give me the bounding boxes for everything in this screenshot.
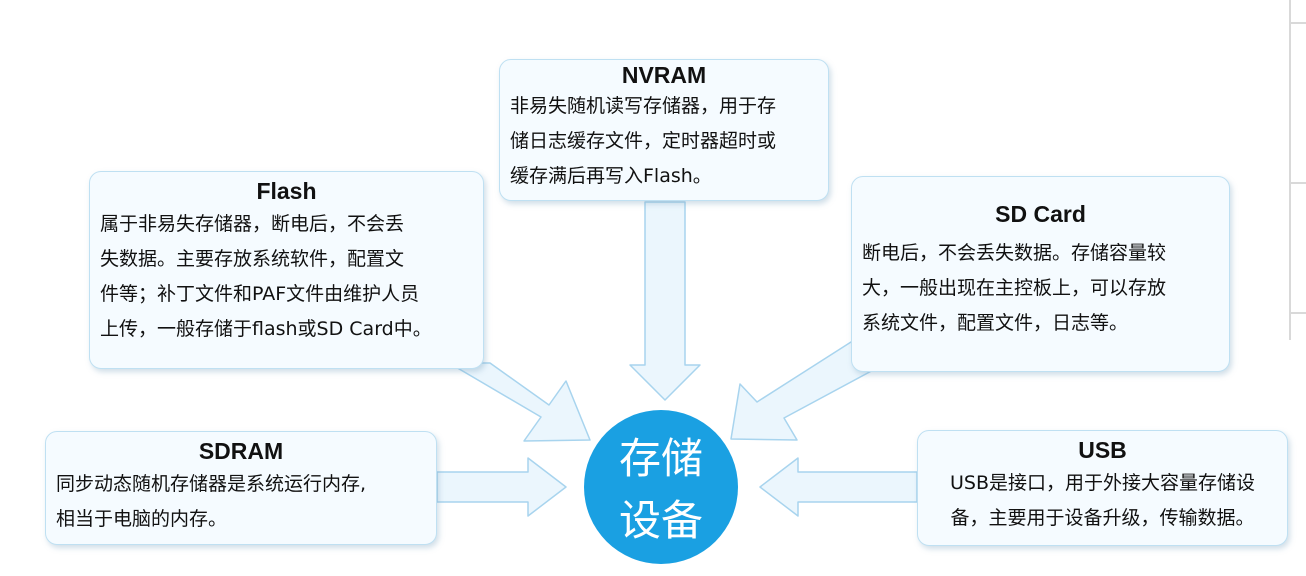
center-node-storage-device: 存储 设备: [584, 410, 738, 564]
desc-line: 储日志缓存文件，定时器超时或: [510, 130, 777, 152]
node-description: 非易失随机读写存储器，用于存 储日志缓存文件，定时器超时或 缓存满后再写入Fla…: [500, 89, 828, 194]
node-flash: Flash 属于非易失存储器，断电后，不会丢 失数据。主要存放系统软件，配置文 …: [89, 171, 484, 369]
desc-line: 缓存满后再写入Flash。: [510, 165, 712, 187]
node-title: USB: [1078, 437, 1127, 463]
desc-line: 备，主要用于设备升级，传输数据。: [950, 507, 1255, 529]
slide-edge-mark: [1291, 312, 1306, 314]
desc-line: 上传，一般存储于flash或SD Card中。: [100, 318, 432, 340]
node-title: SDRAM: [198, 438, 284, 464]
node-description: 断电后，不会丢失数据。存储容量较 大，一般出现在主控板上，可以存放 系统文件，配…: [852, 236, 1229, 341]
node-usb: USB USB是接口，用于外接大容量存储设 备，主要用于设备升级，传输数据。: [917, 430, 1288, 546]
node-title: Flash: [256, 178, 317, 204]
slide-edge-mark: [1291, 22, 1306, 24]
desc-line: 失数据。主要存放系统软件，配置文: [100, 248, 405, 270]
desc-line: 属于非易失存储器，断电后，不会丢: [100, 213, 405, 235]
arrow-sdram: [436, 457, 567, 517]
desc-line: 相当于电脑的内存。: [56, 508, 228, 530]
center-line-1: 存储: [618, 434, 703, 483]
arrow-sdcard: [730, 341, 878, 441]
desc-line: 件等；补丁文件和PAF文件由维护人员: [100, 283, 420, 305]
node-title: NVRAM: [621, 62, 707, 88]
node-sdram: SDRAM 同步动态随机存储器是系统运行内存, 相当于电脑的内存。: [45, 431, 437, 545]
desc-line: 同步动态随机存储器是系统运行内存,: [56, 473, 367, 495]
slide-edge-divider: [1289, 0, 1291, 340]
node-title: SD Card: [995, 201, 1086, 227]
desc-line: USB是接口，用于外接大容量存储设: [949, 472, 1255, 494]
node-description: 同步动态随机存储器是系统运行内存, 相当于电脑的内存。: [46, 467, 436, 537]
desc-line: 断电后，不会丢失数据。存储容量较: [862, 242, 1167, 264]
arrow-usb: [759, 457, 918, 517]
desc-line: 系统文件，配置文件，日志等。: [862, 312, 1129, 334]
node-sdcard: SD Card 断电后，不会丢失数据。存储容量较 大，一般出现在主控板上，可以存…: [851, 176, 1230, 372]
slide-edge-mark: [1291, 182, 1306, 184]
desc-line: 大，一般出现在主控板上，可以存放: [862, 277, 1167, 299]
desc-line: 非易失随机读写存储器，用于存: [510, 95, 777, 117]
arrow-nvram: [629, 201, 701, 401]
node-description: USB是接口，用于外接大容量存储设 备，主要用于设备升级，传输数据。: [918, 466, 1287, 536]
node-nvram: NVRAM 非易失随机读写存储器，用于存 储日志缓存文件，定时器超时或 缓存满后…: [499, 59, 829, 201]
node-description: 属于非易失存储器，断电后，不会丢 失数据。主要存放系统软件，配置文 件等；补丁文…: [90, 207, 483, 347]
arrow-flash: [448, 362, 591, 442]
center-line-2: 设备: [618, 496, 703, 545]
